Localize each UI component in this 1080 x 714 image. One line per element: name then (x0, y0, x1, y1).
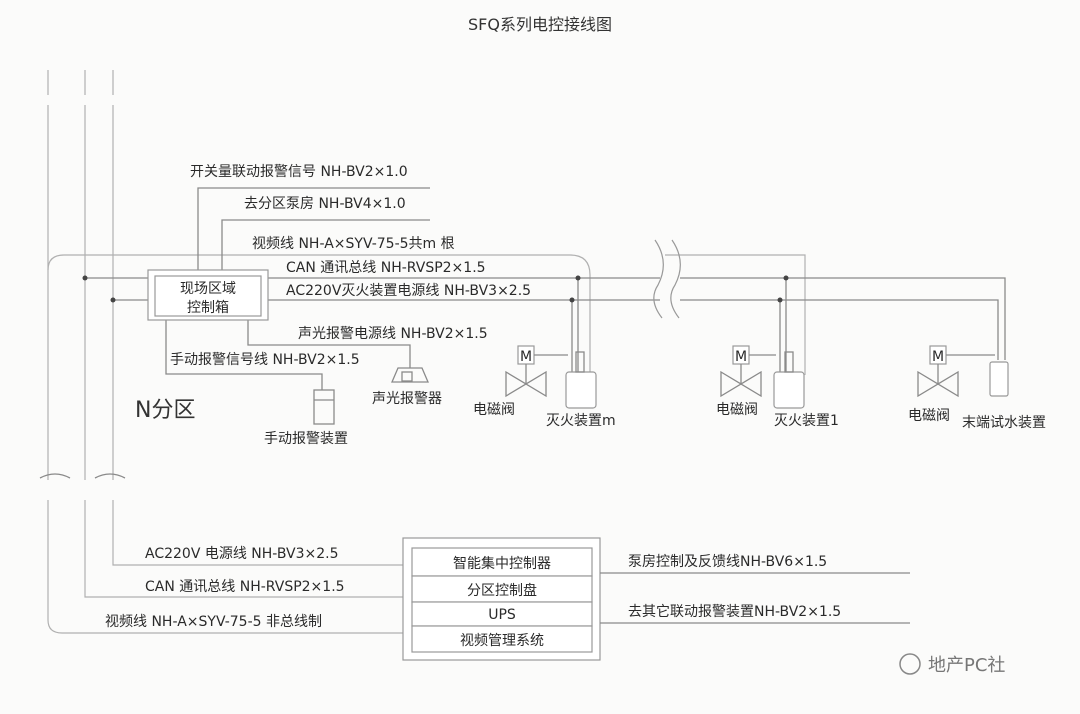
label-sound-light-alarm: 声光报警器 (372, 391, 442, 407)
central-ac-line: AC220V 电源线 NH-BV3×2.5 (145, 546, 339, 562)
label-valve: 电磁阀 (473, 402, 515, 418)
other-alarm-line: 去其它联动报警装置NH-BV2×1.5 (628, 603, 841, 620)
valve-group-end: M 电磁阀 末端试水装置 (908, 345, 1046, 431)
svg-text:现场区域: 现场区域 (180, 281, 236, 297)
watermark: 地产PC社 (899, 653, 1005, 676)
trunk-lines (39, 70, 403, 634)
cable-pump-room: 去分区泵房 NH-BV4×1.0 (244, 196, 406, 212)
label-end-test: 末端试水装置 (962, 415, 1046, 431)
row-controller: 智能集中控制器 (453, 555, 551, 572)
row-zone-panel: 分区控制盘 (467, 582, 537, 599)
zone-bus (47, 239, 1006, 375)
field-control-box: 现场区域 控制箱 (147, 269, 269, 321)
central-video-line: 视频线 NH-A×SYV-75-5 非总线制 (105, 614, 322, 630)
solenoid-valve-icon (505, 354, 568, 398)
svg-text:地产PC社: 地产PC社 (928, 655, 1005, 676)
zone-label: N分区 (135, 398, 195, 423)
label-valve: 电磁阀 (908, 408, 950, 424)
label-valve: 电磁阀 (716, 402, 758, 418)
solenoid-valve-icon (720, 354, 776, 398)
cable-manual-signal: 手动报警信号线 NH-BV2×1.5 (170, 352, 360, 368)
branch-lines (165, 187, 430, 390)
valve-group-m: M 电磁阀 灭火装置m (473, 345, 616, 429)
solenoid-valve-icon (917, 354, 995, 398)
cable-switch-signal: 开关量联动报警信号 NH-BV2×1.0 (190, 164, 408, 180)
svg-text:M: M (932, 349, 944, 365)
cable-ac: AC220V灭火装置电源线 NH-BV3×2.5 (286, 283, 531, 299)
motor-label: M (520, 349, 532, 365)
cable-alarm-power: 声光报警电源线 NH-BV2×1.5 (298, 326, 488, 342)
cable-can: CAN 通讯总线 NH-RVSP2×1.5 (286, 260, 486, 276)
extinguisher-icon (773, 371, 805, 409)
diagram-title: SFQ系列电控接线图 (468, 15, 612, 34)
end-test-icon (989, 361, 1009, 397)
central-controller: 智能集中控制器 分区控制盘 UPS 视频管理系统 (402, 537, 601, 661)
central-can-line: CAN 通讯总线 NH-RVSP2×1.5 (145, 579, 345, 595)
svg-text:控制箱: 控制箱 (187, 300, 229, 316)
label-manual-alarm: 手动报警装置 (264, 431, 348, 447)
row-ups: UPS (488, 607, 516, 623)
central-outputs (600, 572, 910, 624)
row-video-mgmt: 视频管理系统 (460, 633, 544, 649)
wechat-icon (899, 653, 921, 675)
svg-text:M: M (735, 349, 747, 365)
label-extinguisher-1: 灭火装置1 (774, 413, 839, 429)
pump-control-line: 泵房控制及反馈线NH-BV6×1.5 (628, 554, 827, 570)
valve-group-1: M 电磁阀 灭火装置1 (716, 345, 839, 429)
manual-alarm-icon (313, 389, 335, 425)
label-extinguisher-m: 灭火装置m (546, 413, 616, 429)
cable-video: 视频线 NH-A×SYV-75-5共m 根 (252, 236, 455, 252)
sound-light-alarm-icon (391, 367, 429, 383)
extinguisher-icon (565, 371, 597, 409)
